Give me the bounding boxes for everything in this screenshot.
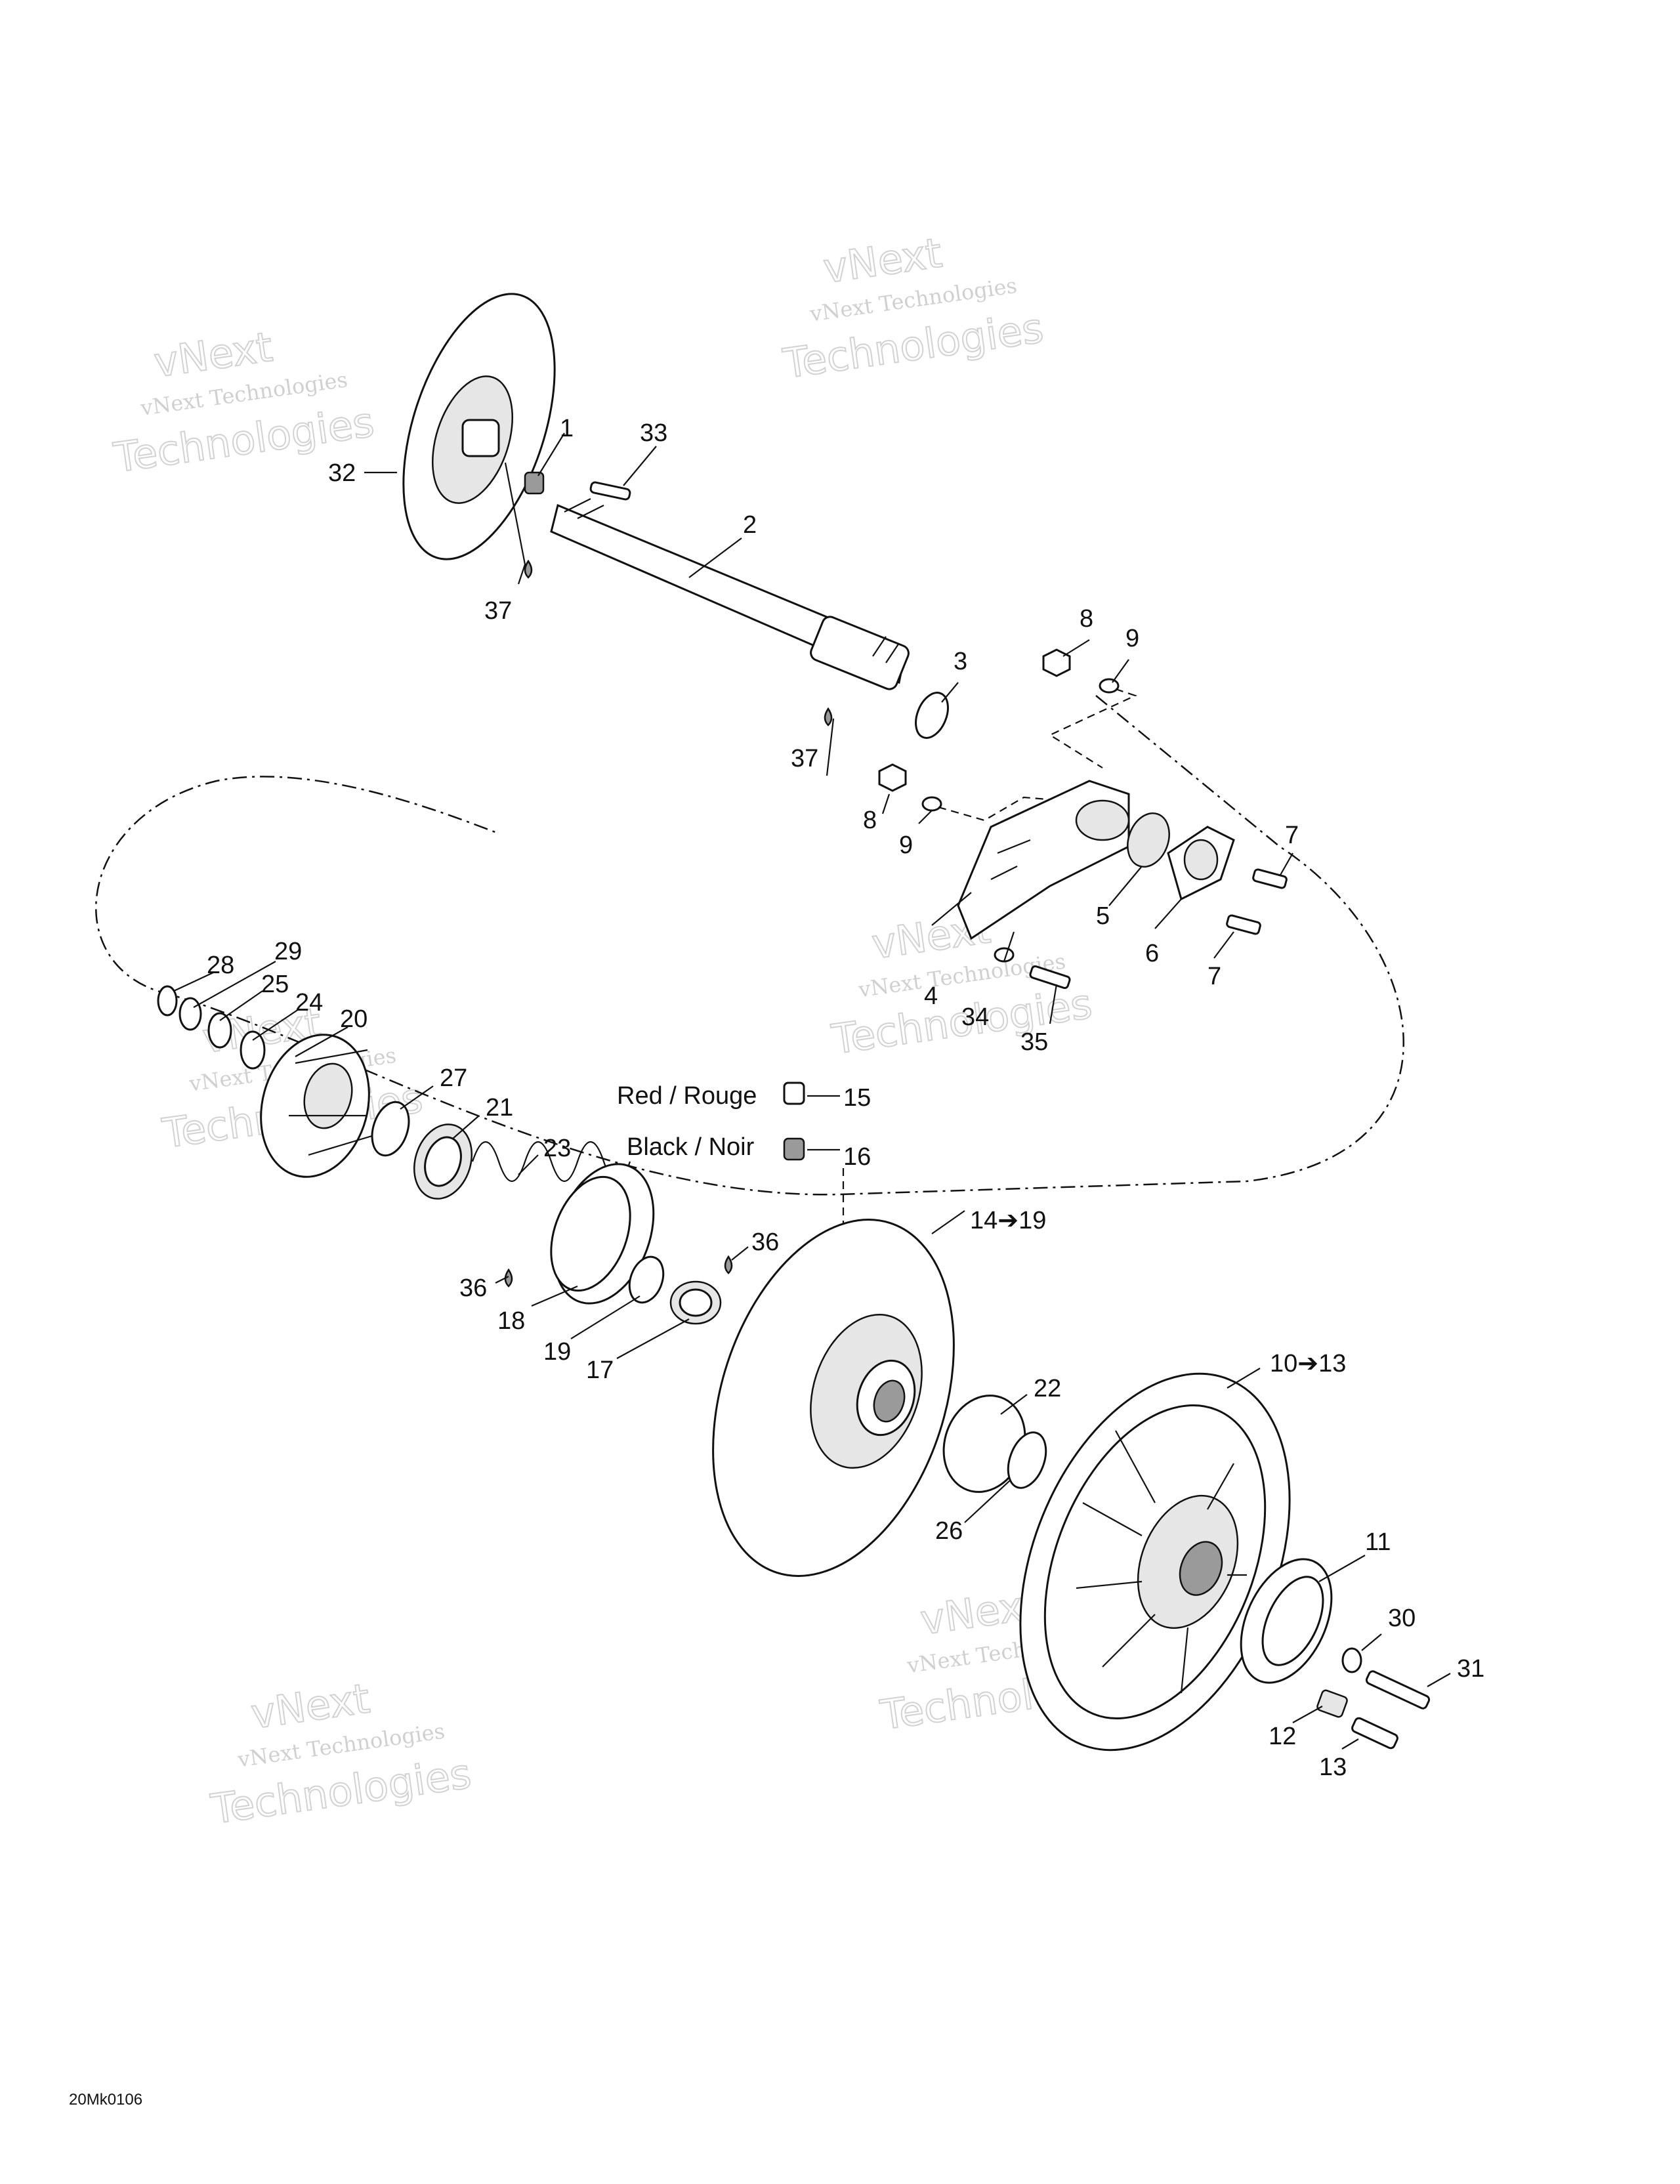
callout-32: 32 — [328, 459, 356, 487]
part-17-bushing — [669, 1280, 722, 1325]
part-5-bearing — [1127, 812, 1170, 868]
part-12-clip — [1316, 1689, 1348, 1718]
watermark-bottom-left: vNext vNext Technologies Technologies — [207, 1673, 475, 1834]
part-6-flange — [1167, 826, 1235, 901]
part-19-ring — [628, 1255, 665, 1304]
callout-36-left: 36 — [459, 1274, 487, 1302]
part-18-sleeve — [550, 1163, 655, 1305]
callout-26: 26 — [935, 1517, 963, 1545]
watermark-top-left: vNext vNext Technologies Technologies — [110, 322, 378, 482]
watermark-top-center: vNext vNext Technologies Technologies — [780, 228, 1047, 388]
alignment-lines — [938, 688, 1137, 822]
callout-10-13: 10➔13 — [1270, 1350, 1346, 1377]
callout-9-upper: 9 — [1125, 625, 1139, 652]
part-30-washer — [1341, 1647, 1362, 1673]
callout-1: 1 — [560, 415, 574, 442]
label-red-rouge: Red / Rouge — [617, 1082, 757, 1110]
part-21-bushing — [413, 1124, 473, 1200]
callout-15: 15 — [843, 1084, 871, 1112]
callout-16: 16 — [843, 1143, 871, 1171]
callout-7-lower: 7 — [1208, 963, 1221, 990]
drive-belt — [95, 695, 1404, 1196]
callout-6: 6 — [1145, 940, 1159, 967]
callout-35: 35 — [1020, 1028, 1048, 1056]
callout-23: 23 — [543, 1135, 571, 1162]
callout-31: 31 — [1457, 1655, 1484, 1683]
callout-34: 34 — [961, 1003, 989, 1031]
part-3-ring — [915, 692, 949, 739]
drawing-code: 20Mk0106 — [69, 2091, 142, 2109]
part-16-insert-black — [783, 1137, 805, 1161]
part-1-nut — [524, 471, 545, 495]
part-32-pulley-disc — [402, 293, 556, 560]
callout-36-right: 36 — [751, 1228, 779, 1256]
callout-4: 4 — [924, 982, 938, 1010]
part-10-fixed-sheave — [1019, 1372, 1291, 1752]
part-14-sliding-sheave — [712, 1219, 955, 1577]
part-20-cam — [260, 1034, 375, 1178]
part-2-shaft — [550, 498, 910, 690]
callout-5: 5 — [1096, 902, 1110, 930]
part-8-nut-upper — [1042, 648, 1071, 677]
callout-12: 12 — [1269, 1723, 1296, 1750]
callout-8-upper: 8 — [1080, 605, 1093, 633]
callout-17: 17 — [586, 1356, 614, 1384]
callout-20: 20 — [340, 1005, 368, 1033]
part-36-lubricant-drop — [504, 1268, 513, 1288]
callout-22: 22 — [1034, 1375, 1061, 1402]
part-36-lubricant-drop-2 — [724, 1255, 733, 1274]
part-28-ring — [157, 985, 178, 1017]
callout-13: 13 — [1319, 1754, 1347, 1781]
callout-3: 3 — [954, 648, 967, 675]
part-26-ring — [1007, 1431, 1047, 1489]
callout-37-mid: 37 — [791, 745, 818, 772]
part-9-washer-lower — [921, 796, 942, 812]
callout-11: 11 — [1365, 1528, 1391, 1556]
callout-19: 19 — [543, 1338, 571, 1366]
svg-text:vNext: vNext — [248, 1674, 373, 1738]
callout-33: 33 — [640, 419, 667, 447]
part-13-bolt — [1351, 1717, 1398, 1750]
part-29-ring — [178, 997, 202, 1031]
leader-lines — [173, 432, 1451, 1750]
callout-9-lower: 9 — [899, 831, 913, 859]
part-33-key — [589, 481, 631, 501]
part-9-washer-upper — [1099, 678, 1120, 694]
part-7-bolt-upper — [1252, 868, 1288, 889]
svg-text:vNext: vNext — [151, 323, 276, 387]
callout-30: 30 — [1388, 1605, 1416, 1632]
part-4-bearing-bracket — [957, 780, 1130, 940]
part-25-ring — [207, 1012, 232, 1049]
part-31-bolt — [1365, 1670, 1431, 1710]
callout-labels: 32 1 37 33 2 3 8 9 37 8 9 7 5 6 7 4 34 3… — [207, 415, 1484, 1781]
callout-37-top: 37 — [484, 597, 512, 625]
callout-29: 29 — [274, 938, 302, 965]
part-24-ring — [240, 1030, 266, 1070]
label-black-noir: Black / Noir — [627, 1133, 755, 1161]
callout-27: 27 — [440, 1064, 467, 1092]
callout-25: 25 — [261, 971, 289, 998]
callout-18: 18 — [497, 1307, 525, 1335]
callout-7-upper: 7 — [1285, 822, 1299, 849]
callout-28: 28 — [207, 952, 234, 979]
part-35-bolt — [1029, 965, 1071, 990]
callout-2: 2 — [743, 511, 757, 539]
part-37-lubricant-drop — [524, 559, 533, 579]
part-11-cover-plate — [1240, 1558, 1333, 1684]
part-8-nut-lower — [878, 763, 907, 792]
part-27-ring — [371, 1101, 410, 1157]
part-7-bolt-lower — [1226, 914, 1261, 935]
callout-24: 24 — [295, 989, 323, 1017]
part-23-spring — [471, 1141, 631, 1183]
part-37-lubricant-drop-2 — [824, 707, 833, 726]
part-15-insert-red — [783, 1082, 805, 1105]
callout-8-lower: 8 — [863, 807, 877, 834]
callout-21: 21 — [486, 1094, 513, 1122]
svg-text:vNext: vNext — [820, 228, 945, 292]
callout-14-19: 14➔19 — [970, 1207, 1046, 1234]
